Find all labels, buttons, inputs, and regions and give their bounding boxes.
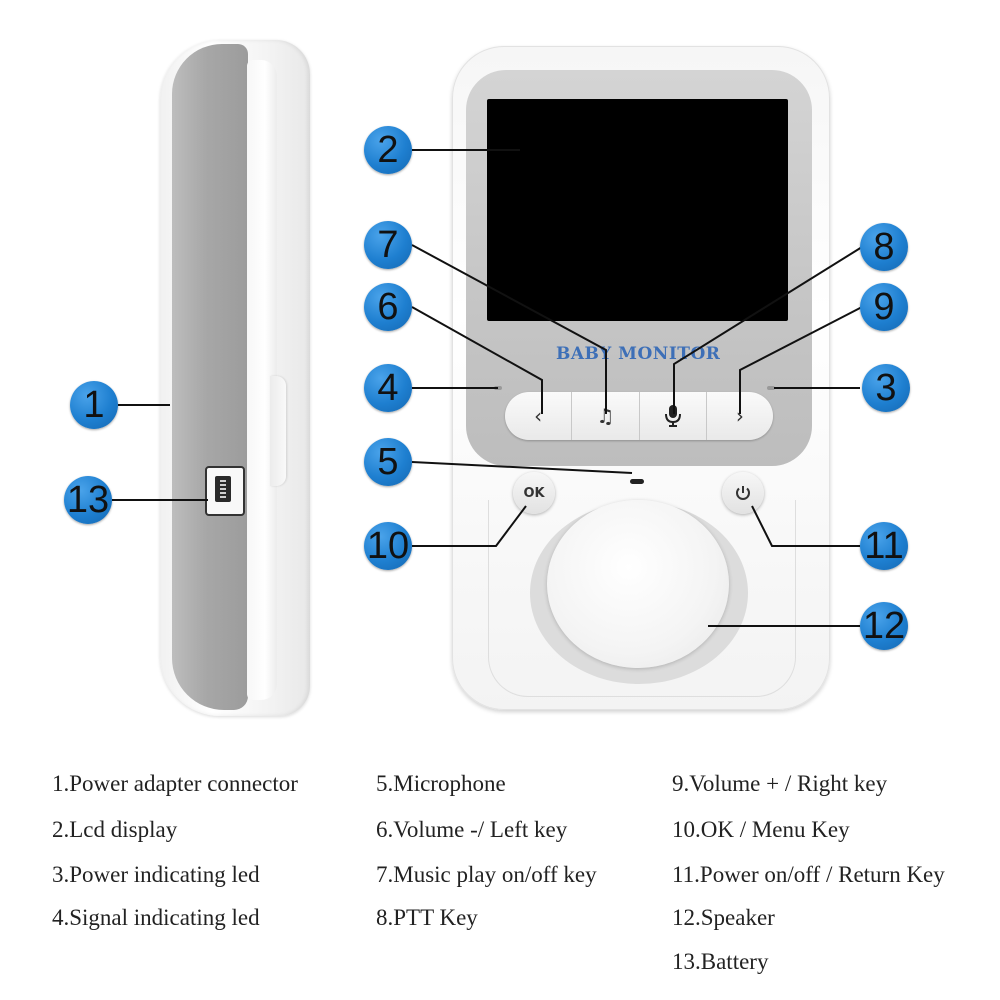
legend-item-13: 13.Battery <box>672 949 769 974</box>
callout-badge-7: 7 <box>364 221 412 269</box>
leader-line-10 <box>412 505 527 547</box>
legend-item-12: 12.Speaker <box>672 905 775 930</box>
brand-logo: BABY MONITOR <box>556 344 721 364</box>
leader-line-8 <box>673 246 863 414</box>
callout-badge-8: 8 <box>860 223 908 271</box>
legend-item-2: 2.Lcd display <box>52 817 178 842</box>
chevron-left-icon: ‹ <box>534 404 543 428</box>
callout-badge-10: 10 <box>364 522 412 570</box>
callout-badge-2: 2 <box>364 126 412 174</box>
ok-button-label: OK <box>523 485 545 501</box>
power-button[interactable] <box>722 472 764 514</box>
power-icon <box>736 486 750 500</box>
callout-badge-13: 13 <box>64 476 112 524</box>
leader-line-11 <box>751 505 860 547</box>
ok-menu-button[interactable]: OK <box>513 472 555 514</box>
keypad: ‹ ♫ › <box>505 392 773 440</box>
microphone-hole <box>630 479 644 484</box>
speaker-grille <box>547 500 729 668</box>
music-note-icon: ♫ <box>596 404 615 428</box>
legend-item-8: 8.PTT Key <box>376 905 478 930</box>
callout-badge-4: 4 <box>364 364 412 412</box>
leader-line-9 <box>739 306 863 414</box>
usb-port-socket <box>215 476 231 502</box>
legend-item-1: 1.Power adapter connector <box>52 771 298 796</box>
front-lower-panel <box>488 500 796 697</box>
leader-line-7 <box>411 244 607 414</box>
callout-badge-6: 6 <box>364 283 412 331</box>
callout-badge-5: 5 <box>364 438 412 486</box>
power-led <box>767 386 775 390</box>
music-key[interactable]: ♫ <box>572 392 640 440</box>
chevron-right-icon: › <box>735 404 744 428</box>
side-bump <box>270 376 286 486</box>
usb-port-icon <box>205 466 245 516</box>
callout-badge-1: 1 <box>70 381 118 429</box>
volume-down-left-key[interactable]: ‹ <box>505 392 573 440</box>
leader-line-5 <box>411 461 633 474</box>
callout-badge-12: 12 <box>860 602 908 650</box>
callout-badge-11: 11 <box>860 522 908 570</box>
callout-badge-9: 9 <box>860 283 908 331</box>
legend-item-5: 5.Microphone <box>376 771 506 796</box>
side-grey-band <box>172 44 248 710</box>
legend-item-4: 4.Signal indicating led <box>52 905 260 930</box>
legend-item-6: 6.Volume -/ Left key <box>376 817 568 842</box>
legend-item-10: 10.OK / Menu Key <box>672 817 850 842</box>
legend-item-9: 9.Volume + / Right key <box>672 771 888 796</box>
legend-item-7: 7.Music play on/off key <box>376 862 597 887</box>
legend-item-3: 3.Power indicating led <box>52 862 260 887</box>
leader-line-6 <box>411 306 543 414</box>
legend-item-11: 11.Power on/off / Return Key <box>672 862 945 887</box>
lcd-display <box>487 99 788 321</box>
callout-badge-3: 3 <box>862 364 910 412</box>
